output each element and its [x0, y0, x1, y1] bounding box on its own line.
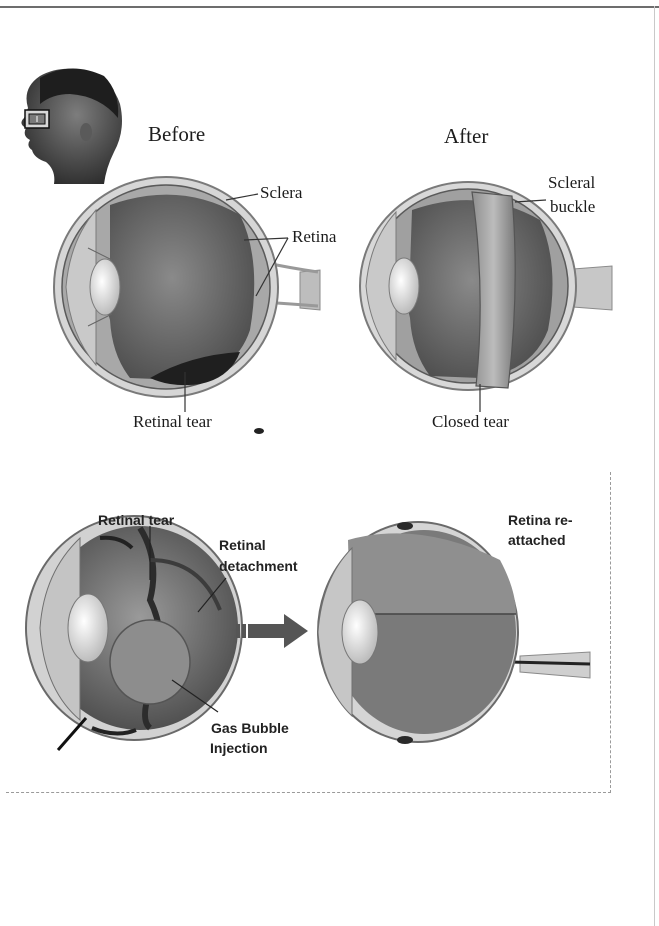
head-profile-icon: [21, 68, 122, 184]
before-eye-diagram: [54, 177, 320, 412]
retina-label: Retina: [292, 227, 336, 247]
gas-bubble-label: Gas Bubble: [211, 718, 289, 738]
retinal-tear-label-top: Retinal tear: [133, 412, 212, 432]
detachment-label: detachment: [219, 556, 298, 576]
before-title: Before: [148, 122, 205, 147]
scleral-label: Scleral: [548, 173, 595, 193]
retinal-tear-label-bottom: Retinal tear: [98, 510, 174, 530]
attached-label: attached: [508, 530, 566, 550]
sclera-label: Sclera: [260, 183, 302, 203]
buckle-label: buckle: [550, 197, 595, 217]
injection-label: Injection: [210, 738, 268, 758]
closed-tear-label: Closed tear: [432, 412, 509, 432]
retinal-label: Retinal: [219, 535, 266, 555]
stray-mark: [254, 428, 264, 434]
retina-re-label: Retina re-: [508, 510, 573, 530]
after-title: After: [444, 124, 488, 149]
